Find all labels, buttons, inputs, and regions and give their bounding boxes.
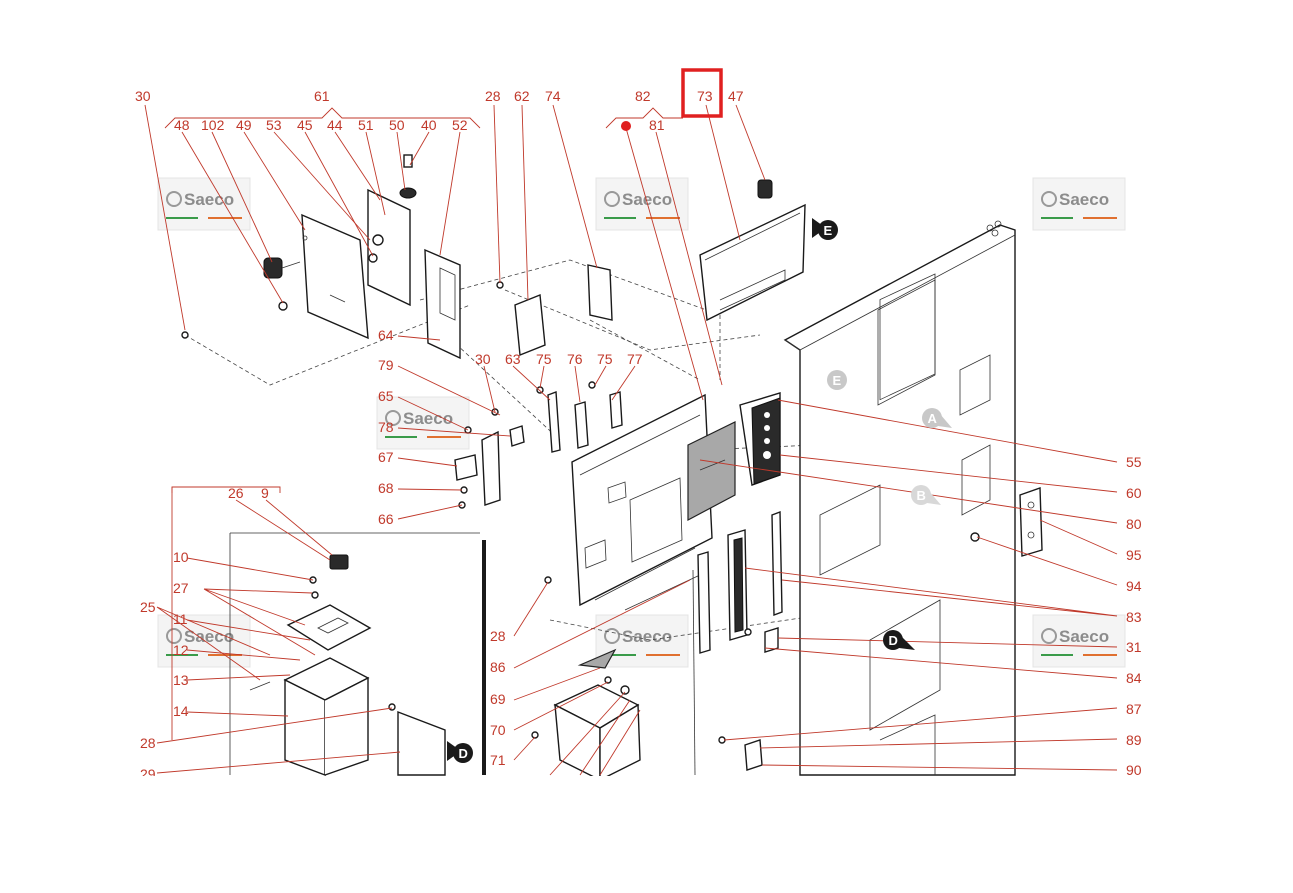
callout-95: 95 [1126, 547, 1142, 563]
callout-74: 74 [545, 88, 561, 104]
bottom-crop-mask [0, 776, 1293, 893]
control-panel-bracket [181, 154, 461, 360]
callout-62: 62 [514, 88, 530, 104]
callout-40: 40 [421, 117, 437, 133]
callout-47: 47 [728, 88, 744, 104]
callout-44: 44 [327, 117, 343, 133]
svg-text:E: E [824, 223, 833, 238]
callout-77: 77 [627, 351, 643, 367]
rail-brackets [496, 264, 623, 453]
callout-45: 45 [297, 117, 313, 133]
callout-25: 25 [140, 599, 156, 615]
callout-65: 65 [378, 388, 394, 404]
cabinet-side-panel [783, 220, 1016, 776]
callout-64: 64 [378, 327, 394, 343]
callout-30: 30 [135, 88, 151, 104]
top-cover-panel [699, 179, 806, 322]
callout-50: 50 [389, 117, 405, 133]
callout-70: 70 [490, 722, 506, 738]
callout-83: 83 [1126, 609, 1142, 625]
callout-69: 69 [490, 691, 506, 707]
window-pane [687, 421, 736, 521]
marker-b: B [911, 485, 941, 505]
callout-30b: 30 [475, 351, 491, 367]
callout-84: 84 [1126, 670, 1142, 686]
callout-73: 73 [697, 88, 713, 104]
callout-10: 10 [173, 549, 189, 565]
callout-27: 27 [173, 580, 189, 596]
callout-80: 80 [1126, 516, 1142, 532]
watermark-logo: Saeco [1032, 614, 1126, 668]
callout-81: 81 [649, 117, 665, 133]
callout-49: 49 [236, 117, 252, 133]
callout-60: 60 [1126, 485, 1142, 501]
callout-28: 28 [485, 88, 501, 104]
svg-text:Saeco: Saeco [1059, 190, 1109, 209]
svg-text:A: A [928, 411, 938, 426]
vertical-channels [697, 487, 1043, 654]
watermark-logo: Saeco [1032, 177, 1126, 231]
svg-text:Saeco: Saeco [622, 627, 672, 646]
callout-66: 66 [378, 511, 394, 527]
reference-dot [621, 121, 631, 131]
watermark-logo: Saeco [595, 177, 689, 231]
svg-text:Saeco: Saeco [1059, 627, 1109, 646]
svg-text:E: E [833, 373, 842, 388]
bottom-right-parts [718, 627, 779, 771]
callout-11: 11 [173, 611, 188, 627]
callout-78: 78 [378, 419, 394, 435]
svg-text:Saeco: Saeco [622, 190, 672, 209]
watermark-logo: Saeco [157, 614, 251, 668]
leader-lines [144, 104, 1118, 776]
callout-102: 102 [201, 117, 225, 133]
svg-text:D: D [459, 746, 468, 761]
svg-text:Saeco: Saeco [184, 190, 234, 209]
callout-94: 94 [1126, 578, 1142, 594]
funnel-hopper [531, 569, 696, 782]
callout-31: 31 [1126, 639, 1142, 655]
callout-9: 9 [261, 485, 269, 501]
callout-61: 61 [314, 88, 330, 104]
callout-13: 13 [173, 672, 189, 688]
callout-63: 63 [505, 351, 521, 367]
callout-90: 90 [1126, 762, 1142, 778]
container-box-frame [229, 532, 486, 777]
callout-75a: 75 [536, 351, 552, 367]
callout-53: 53 [266, 117, 282, 133]
callout-14: 14 [173, 703, 189, 719]
marker-e-panel: E [827, 370, 847, 390]
callout-79: 79 [378, 357, 394, 373]
callout-75b: 75 [597, 351, 613, 367]
callout-71: 71 [490, 752, 506, 768]
keypad-panel [739, 392, 781, 486]
callout-26: 26 [228, 485, 244, 501]
callout-87: 87 [1126, 701, 1142, 717]
marker-a: A [922, 408, 952, 428]
svg-text:Saeco: Saeco [184, 627, 234, 646]
svg-text:Saeco: Saeco [403, 409, 453, 428]
marker-e-top: E [812, 218, 838, 240]
callout-52: 52 [452, 117, 468, 133]
callout-28c: 28 [490, 628, 506, 644]
callout-12: 12 [173, 642, 189, 658]
callout-55: 55 [1126, 454, 1142, 470]
marker-d-panel: D [883, 630, 915, 650]
highlight-box-73[interactable] [681, 68, 723, 118]
marker-d-box: D [447, 741, 473, 763]
callout-51: 51 [358, 117, 374, 133]
svg-text:D: D [889, 633, 898, 648]
svg-text:B: B [917, 488, 926, 503]
callout-48: 48 [174, 117, 190, 133]
callout-28b: 28 [140, 735, 156, 751]
callout-76: 76 [567, 351, 583, 367]
callout-82: 82 [635, 88, 651, 104]
callout-89: 89 [1126, 732, 1142, 748]
callout-67: 67 [378, 449, 394, 465]
callout-68: 68 [378, 480, 394, 496]
main-frame-panel [544, 393, 713, 611]
callout-86: 86 [490, 659, 506, 675]
watermark-logo: Saeco [157, 177, 251, 231]
